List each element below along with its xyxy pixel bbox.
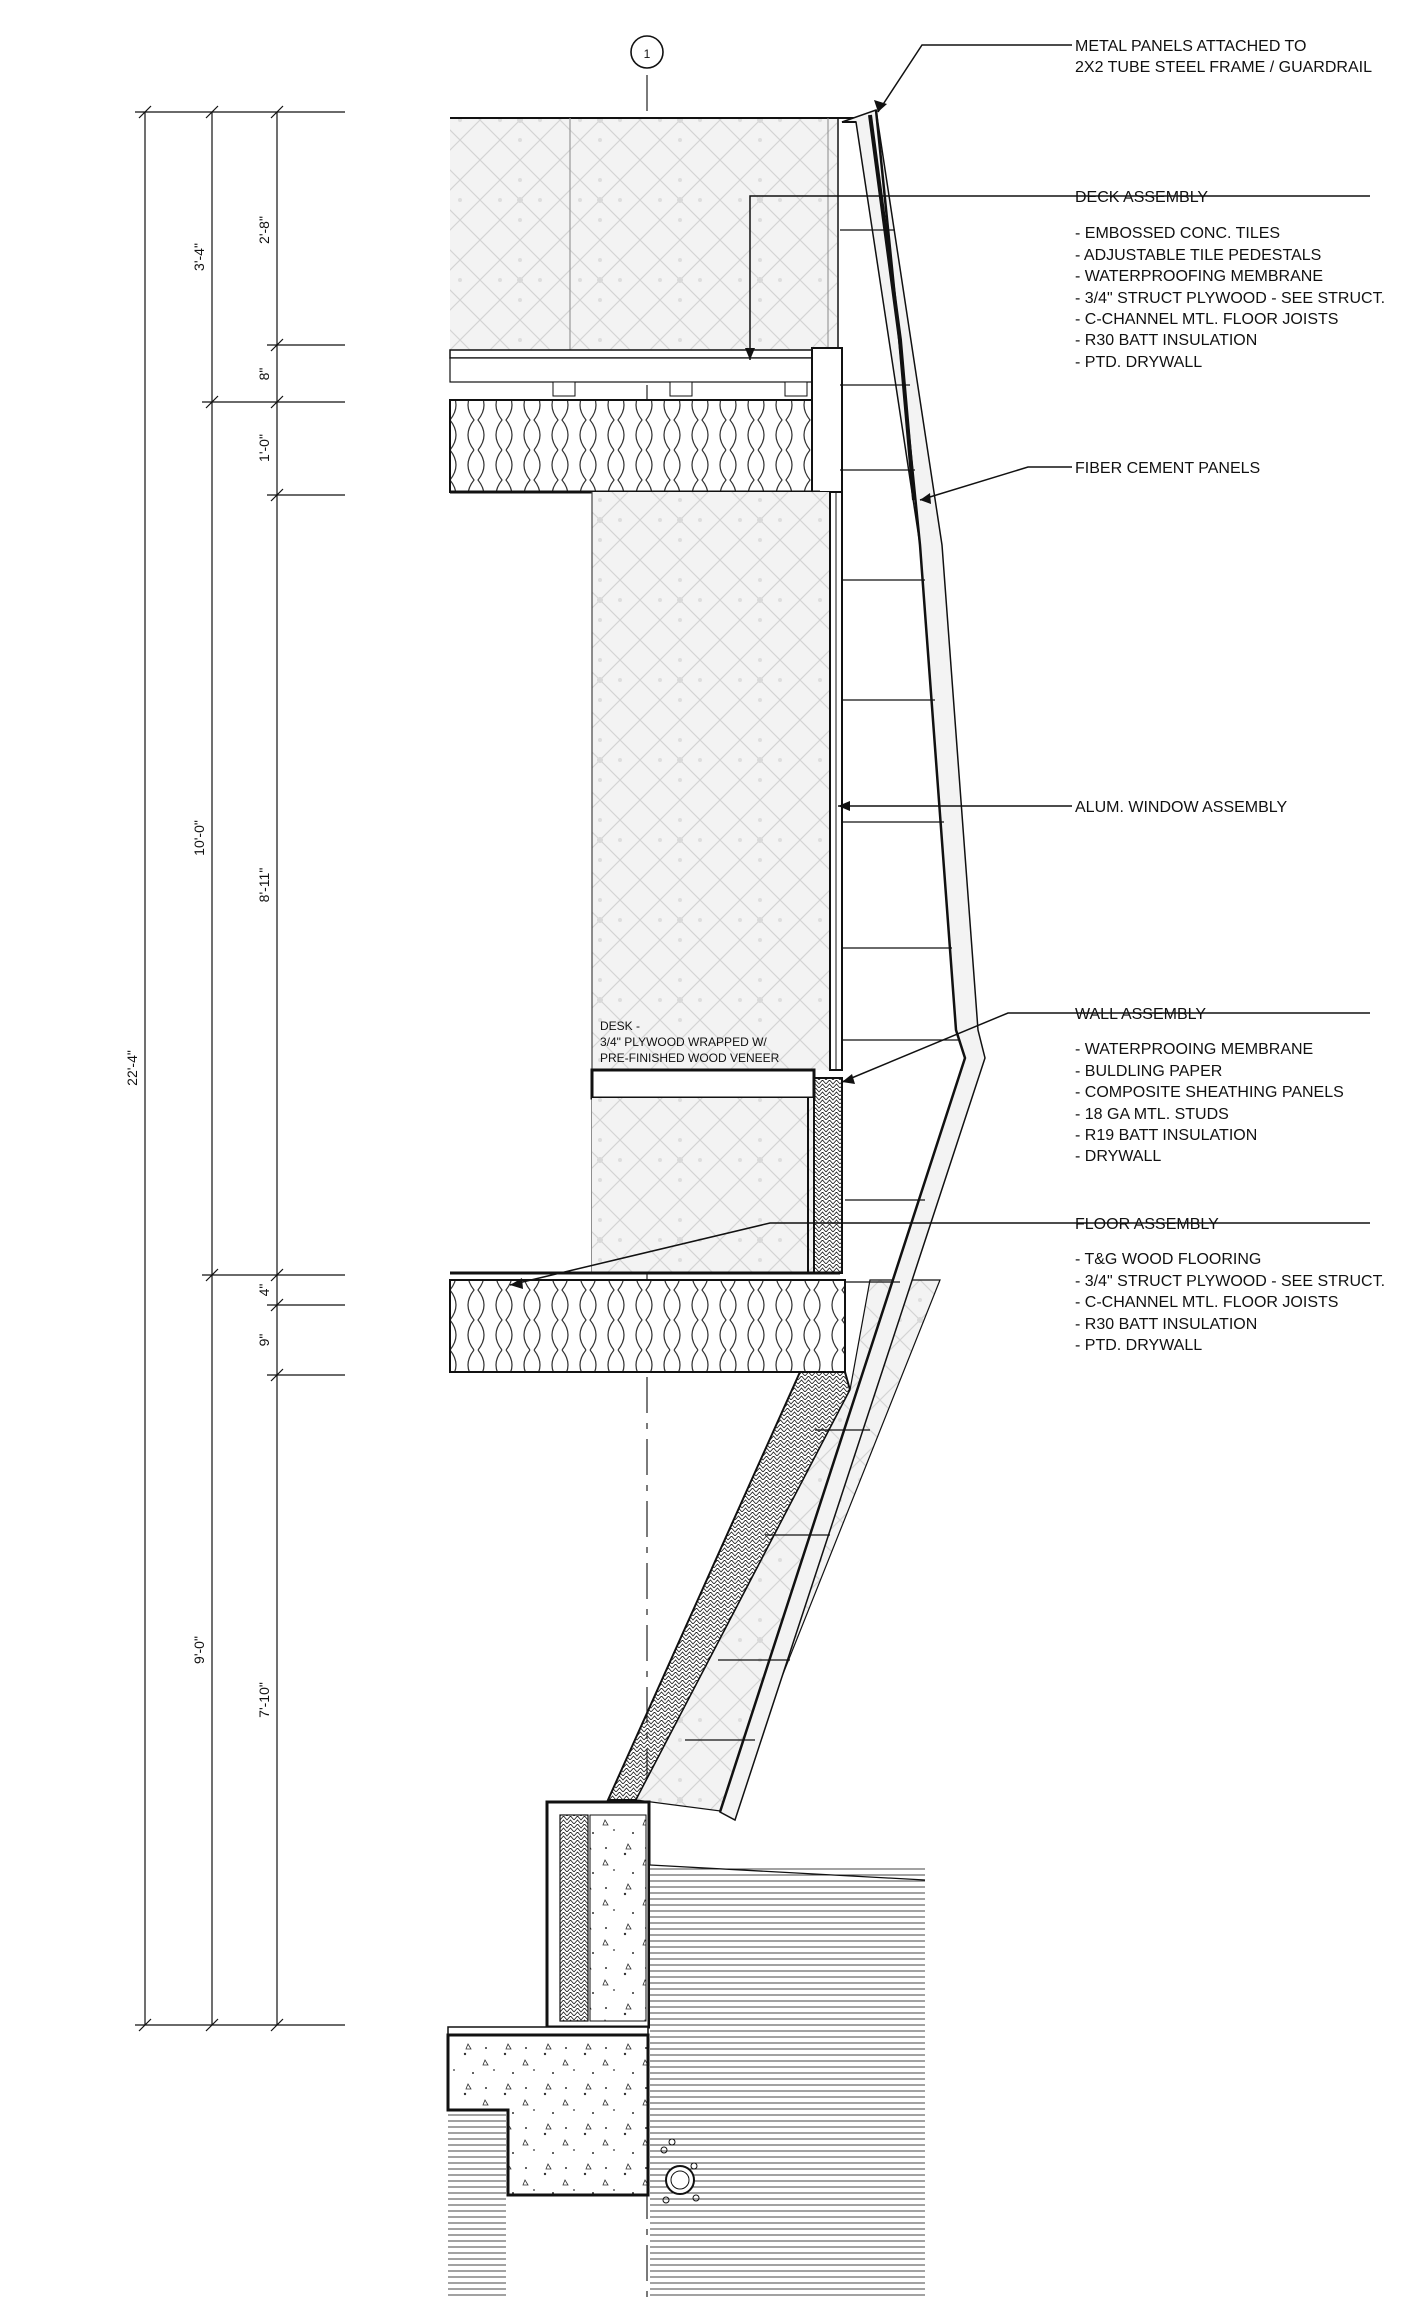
- desk-note-3: PRE-FINISHED WOOD VENEER: [600, 1051, 780, 1065]
- callout-deck-item: - C-CHANNEL MTL. FLOOR JOISTS: [1075, 311, 1338, 328]
- callout-metal-panels-title: METAL PANELS ATTACHED TO: [1075, 38, 1306, 55]
- window-frame: [829, 491, 843, 1071]
- dim-upper: 3'-4": [191, 243, 207, 271]
- callout-metal-panels-title-2: 2X2 TUBE STEEL FRAME / GUARDRAIL: [1075, 59, 1372, 76]
- exterior-panel-line: [718, 108, 986, 1822]
- leader-arrowheads: [510, 100, 931, 1289]
- window-zone: [592, 492, 832, 1070]
- dim-inner-2: 8": [256, 368, 272, 381]
- dim-middle: 10'-0": [191, 820, 207, 856]
- dim-inner-3: 1'-0": [256, 434, 272, 462]
- floor-assembly: [449, 1271, 846, 1373]
- callout-floor-item: - 3/4" STRUCT PLYWOOD - SEE STRUCT.: [1075, 1273, 1385, 1290]
- foundation: [446, 1800, 926, 2300]
- deck-assembly: [449, 347, 843, 494]
- callout-wall-item: - BULDLING PAPER: [1075, 1063, 1222, 1080]
- earth-hatch-right: [650, 1865, 925, 2300]
- callout-floor-title: FLOOR ASSEMBLY: [1075, 1216, 1219, 1233]
- dim-overall: 22'-4": [124, 1050, 140, 1086]
- callout-floor-item: - T&G WOOD FLOORING: [1075, 1251, 1261, 1268]
- callout-deck-item: - EMBOSSED CONC. TILES: [1075, 225, 1280, 242]
- callout-floor-item: - PTD. DRYWALL: [1075, 1337, 1202, 1354]
- callout-wall-item: - 18 GA MTL. STUDS: [1075, 1106, 1229, 1123]
- dim-inner-6: 9": [256, 1334, 272, 1347]
- callout-deck-item: - WATERPROOFING MEMBRANE: [1075, 268, 1323, 285]
- panel-joints: [685, 229, 960, 1741]
- callout-floor-item: - R30 BATT INSULATION: [1075, 1316, 1257, 1333]
- callout-wall-title: WALL ASSEMBLY: [1075, 1006, 1206, 1023]
- callout-wall-item: - R19 BATT INSULATION: [1075, 1127, 1257, 1144]
- callout-leaders: [509, 44, 1370, 1286]
- dim-inner-5: 4": [256, 1284, 272, 1297]
- callout-wall-item: - COMPOSITE SHEATHING PANELS: [1075, 1084, 1344, 1101]
- callout-wall-item: - DRYWALL: [1075, 1148, 1161, 1165]
- dim-inner-4: 8'-11": [256, 868, 272, 903]
- callout-fiber-cement-title: FIBER CEMENT PANELS: [1075, 460, 1260, 477]
- dim-lower: 9'-0": [191, 1636, 207, 1664]
- dim-inner-7: 7'-10": [256, 1682, 272, 1718]
- desk-note-2: 3/4" PLYWOOD WRAPPED W/: [600, 1035, 767, 1049]
- callout-floor-item: - C-CHANNEL MTL. FLOOR JOISTS: [1075, 1294, 1338, 1311]
- dim-inner-1: 2'-8": [256, 216, 272, 244]
- callout-deck-item: - R30 BATT INSULATION: [1075, 332, 1257, 349]
- desk-note-1: DESK -: [600, 1019, 640, 1033]
- dimension-lines: [135, 105, 345, 2032]
- callout-deck-item: - PTD. DRYWALL: [1075, 354, 1202, 371]
- callout-deck-item: - 3/4" STRUCT PLYWOOD - SEE STRUCT.: [1075, 290, 1385, 307]
- grid-line: [630, 35, 664, 2300]
- wall-stud-assembly: [807, 1077, 843, 1274]
- callout-deck-title: DECK ASSEMBLY: [1075, 189, 1208, 206]
- deck-tile-zone: [450, 118, 837, 350]
- earth-hatch: [448, 2112, 506, 2300]
- desk: [590, 1068, 816, 1100]
- grid-marker: 1: [644, 47, 651, 61]
- lower-interior-zone: [592, 1098, 814, 1273]
- callout-window-title: ALUM. WINDOW ASSEMBLY: [1075, 799, 1288, 816]
- callout-wall-item: - WATERPROOING MEMBRANE: [1075, 1041, 1313, 1058]
- drain-pipe: [665, 2165, 695, 2195]
- callout-deck-item: - ADJUSTABLE TILE PEDESTALS: [1075, 247, 1321, 264]
